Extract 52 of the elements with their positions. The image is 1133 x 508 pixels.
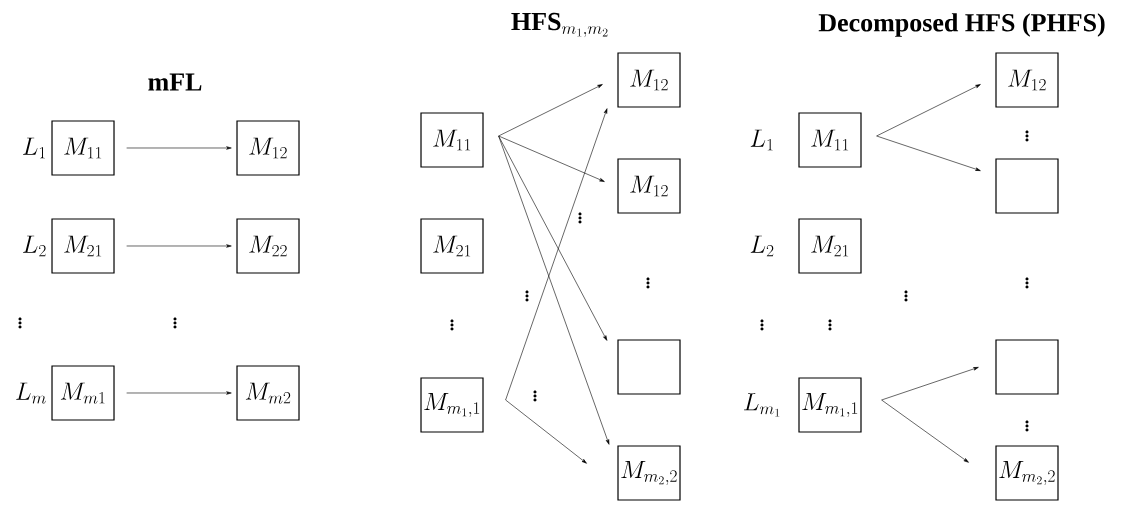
empty-box bbox=[617, 339, 681, 395]
ellipsis-mark: $\vdots$ bbox=[904, 290, 908, 302]
arrow bbox=[498, 135, 605, 182]
matrix-box: $M_{11}$ bbox=[51, 120, 115, 176]
matrix-box: $M_{m_1,1}$ bbox=[798, 377, 862, 433]
arrow bbox=[498, 135, 608, 341]
arrow bbox=[876, 84, 981, 137]
ellipsis-mark: $\vdots$ bbox=[1025, 130, 1029, 142]
ellipsis-mark: $\vdots$ bbox=[173, 317, 177, 329]
arrow bbox=[881, 399, 969, 463]
matrix-box: $M_{11}$ bbox=[420, 112, 484, 168]
matrix-box: $M_{m1}$ bbox=[51, 365, 115, 421]
matrix-box: $M_{m_2,2}$ bbox=[617, 445, 681, 501]
ellipsis-mark: $\vdots$ bbox=[1025, 277, 1029, 289]
ellipsis-mark: $\vdots$ bbox=[533, 390, 537, 402]
matrix-box: $M_{21}$ bbox=[420, 218, 484, 274]
arrow bbox=[126, 244, 232, 248]
arrow bbox=[498, 135, 610, 445]
panel-title: $\mathbf{mFL}$ bbox=[148, 73, 202, 91]
arrow bbox=[881, 367, 979, 401]
arrow bbox=[505, 399, 587, 464]
arrow bbox=[126, 146, 232, 150]
empty-box bbox=[995, 339, 1059, 395]
matrix-box: $M_{12}$ bbox=[617, 158, 681, 214]
ellipsis-mark: $\vdots$ bbox=[578, 212, 582, 224]
matrix-box: $M_{21}$ bbox=[798, 218, 862, 274]
matrix-box: $M_{12}$ bbox=[995, 52, 1059, 108]
matrix-box: $M_{m_2,2}$ bbox=[995, 445, 1059, 501]
arrow bbox=[876, 135, 981, 171]
matrix-box: $M_{11}$ bbox=[798, 112, 862, 168]
ellipsis-mark: $\vdots$ bbox=[1025, 420, 1029, 432]
panel-title: $\textbf{Decomposed HFS (PHFS)}$ bbox=[818, 13, 1105, 37]
ellipsis-mark: $\vdots$ bbox=[828, 319, 832, 331]
arrow bbox=[498, 84, 603, 137]
matrix-box: $M_{12}$ bbox=[236, 120, 300, 176]
arrow bbox=[126, 391, 232, 395]
ellipsis-mark: $\vdots$ bbox=[525, 290, 529, 302]
ellipsis-mark: $\vdots$ bbox=[760, 319, 764, 331]
row-label: $L_1$ bbox=[750, 129, 773, 151]
matrix-box: $M_{m_1,1}$ bbox=[420, 377, 484, 433]
row-label: $L_2$ bbox=[750, 235, 774, 257]
row-label: $L_{m_1}$ bbox=[744, 393, 780, 417]
ellipsis-mark: $\vdots$ bbox=[450, 319, 454, 331]
matrix-box: $M_{22}$ bbox=[236, 218, 300, 274]
ellipsis-mark: $\vdots$ bbox=[18, 317, 22, 329]
panel-title: $\mathbf{HFS}_{m_1,m_2}$ bbox=[511, 12, 608, 38]
matrix-box: $M_{12}$ bbox=[617, 52, 681, 108]
arrow bbox=[505, 108, 608, 401]
ellipsis-mark: $\vdots$ bbox=[646, 277, 650, 289]
matrix-box: $M_{21}$ bbox=[51, 218, 115, 274]
matrix-box: $M_{m2}$ bbox=[236, 365, 300, 421]
empty-box bbox=[995, 158, 1059, 214]
